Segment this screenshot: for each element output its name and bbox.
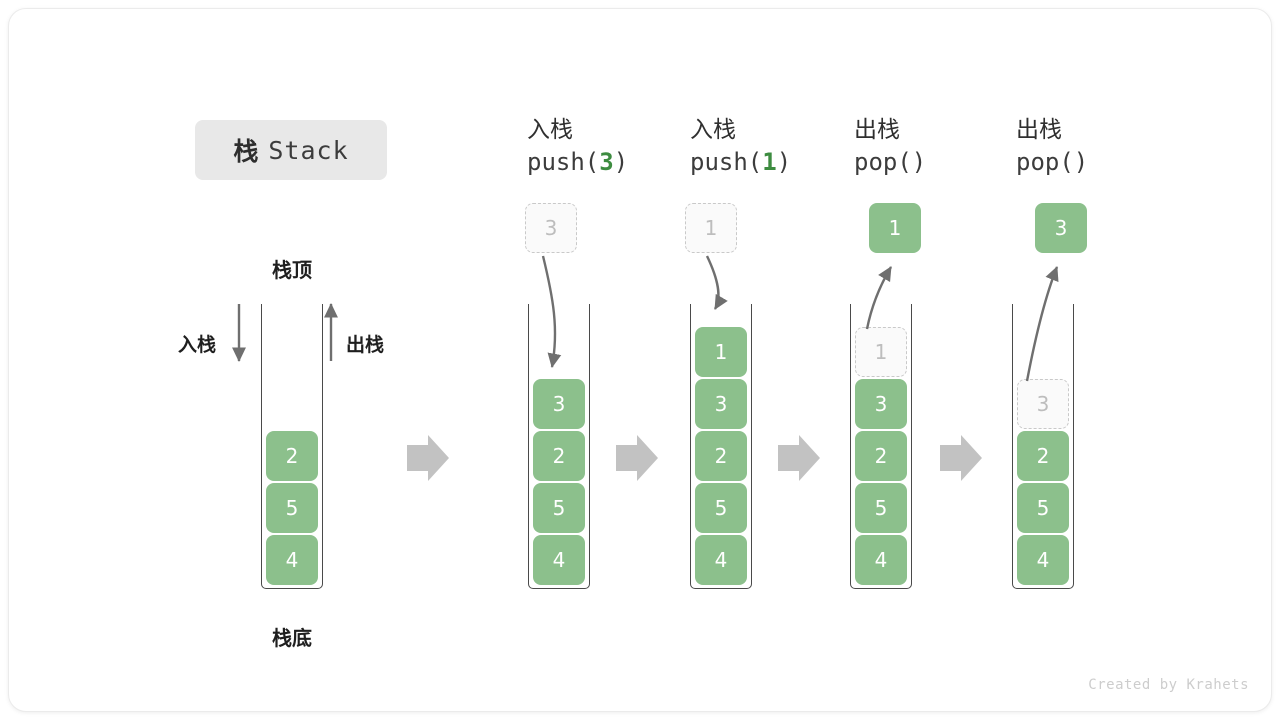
code-prefix: pop( <box>1016 148 1074 176</box>
column-header-cn: 出栈 <box>854 117 900 143</box>
step-transition-arrow-icon <box>616 435 658 481</box>
stack-cell: 5 <box>695 483 747 533</box>
step-transition-arrow-icon <box>407 435 449 481</box>
diagram-canvas: 栈 Stack 入栈 push(3) 入栈 push(1) 出栈 pop() 出… <box>8 8 1272 712</box>
column-header-code: push(1) <box>690 145 860 179</box>
column-header-push-1: 入栈 push(1) <box>690 115 860 179</box>
title-badge: 栈 Stack <box>195 120 387 180</box>
code-suffix: ) <box>911 148 927 176</box>
column-header-cn: 入栈 <box>690 117 736 143</box>
title-en: Stack <box>268 135 349 165</box>
column-header-pop-1: 出栈 pop() <box>854 115 1024 179</box>
code-suffix: ) <box>613 148 629 176</box>
stack-cell: 4 <box>695 535 747 585</box>
push-side-label: 入栈 <box>178 334 217 356</box>
stack-cell: 2 <box>855 431 907 481</box>
stack-cell: 3 <box>533 379 585 429</box>
stack-container-pop-3: 4 5 2 3 <box>1012 304 1074 589</box>
stack-cell-ghost: 3 <box>1017 379 1069 429</box>
stack-cell: 3 <box>695 379 747 429</box>
code-prefix: push( <box>527 148 600 176</box>
stack-cell: 5 <box>855 483 907 533</box>
stack-container-pop-1: 4 5 2 3 1 <box>850 304 912 589</box>
popped-element-box: 1 <box>869 203 921 253</box>
stack-cell: 2 <box>695 431 747 481</box>
stack-container-push-3: 4 5 2 3 <box>528 304 590 589</box>
stack-cell: 5 <box>1017 483 1069 533</box>
column-header-push-3: 入栈 push(3) <box>527 115 697 179</box>
code-arg: 1 <box>762 148 777 176</box>
stack-container-push-1: 4 5 2 3 1 <box>690 304 752 589</box>
step-transition-arrow-icon <box>940 435 982 481</box>
incoming-element-box: 1 <box>685 203 737 253</box>
column-header-code: push(3) <box>527 145 697 179</box>
stack-bottom-label: 栈底 <box>272 626 312 650</box>
stack-cell: 4 <box>266 535 318 585</box>
column-header-code: pop() <box>1016 145 1186 179</box>
stack-cell: 3 <box>855 379 907 429</box>
column-header-cn: 入栈 <box>527 117 573 143</box>
stack-container-initial: 4 5 2 <box>261 304 323 589</box>
stack-cell: 5 <box>533 483 585 533</box>
step-transition-arrow-icon <box>778 435 820 481</box>
stack-cell: 5 <box>266 483 318 533</box>
code-arg: 3 <box>599 148 614 176</box>
code-prefix: pop( <box>854 148 912 176</box>
column-header-pop-3: 出栈 pop() <box>1016 115 1186 179</box>
popped-element-box: 3 <box>1035 203 1087 253</box>
code-suffix: ) <box>1073 148 1089 176</box>
stack-cell: 1 <box>695 327 747 377</box>
incoming-element-box: 3 <box>525 203 577 253</box>
pop-side-label: 出栈 <box>346 334 385 356</box>
column-header-cn: 出栈 <box>1016 117 1062 143</box>
stack-cell: 2 <box>266 431 318 481</box>
footer-credit: Created by Krahets <box>1088 677 1249 693</box>
code-suffix: ) <box>776 148 792 176</box>
stack-cell: 2 <box>1017 431 1069 481</box>
column-header-code: pop() <box>854 145 1024 179</box>
title-cn: 栈 <box>233 137 259 166</box>
stack-cell: 2 <box>533 431 585 481</box>
stack-cell: 4 <box>1017 535 1069 585</box>
stack-top-label: 栈顶 <box>272 258 312 282</box>
push-1-flow-arrow-icon <box>705 255 728 310</box>
stack-cell: 4 <box>855 535 907 585</box>
code-prefix: push( <box>690 148 763 176</box>
stack-cell: 4 <box>533 535 585 585</box>
stack-cell-ghost: 1 <box>855 327 907 377</box>
